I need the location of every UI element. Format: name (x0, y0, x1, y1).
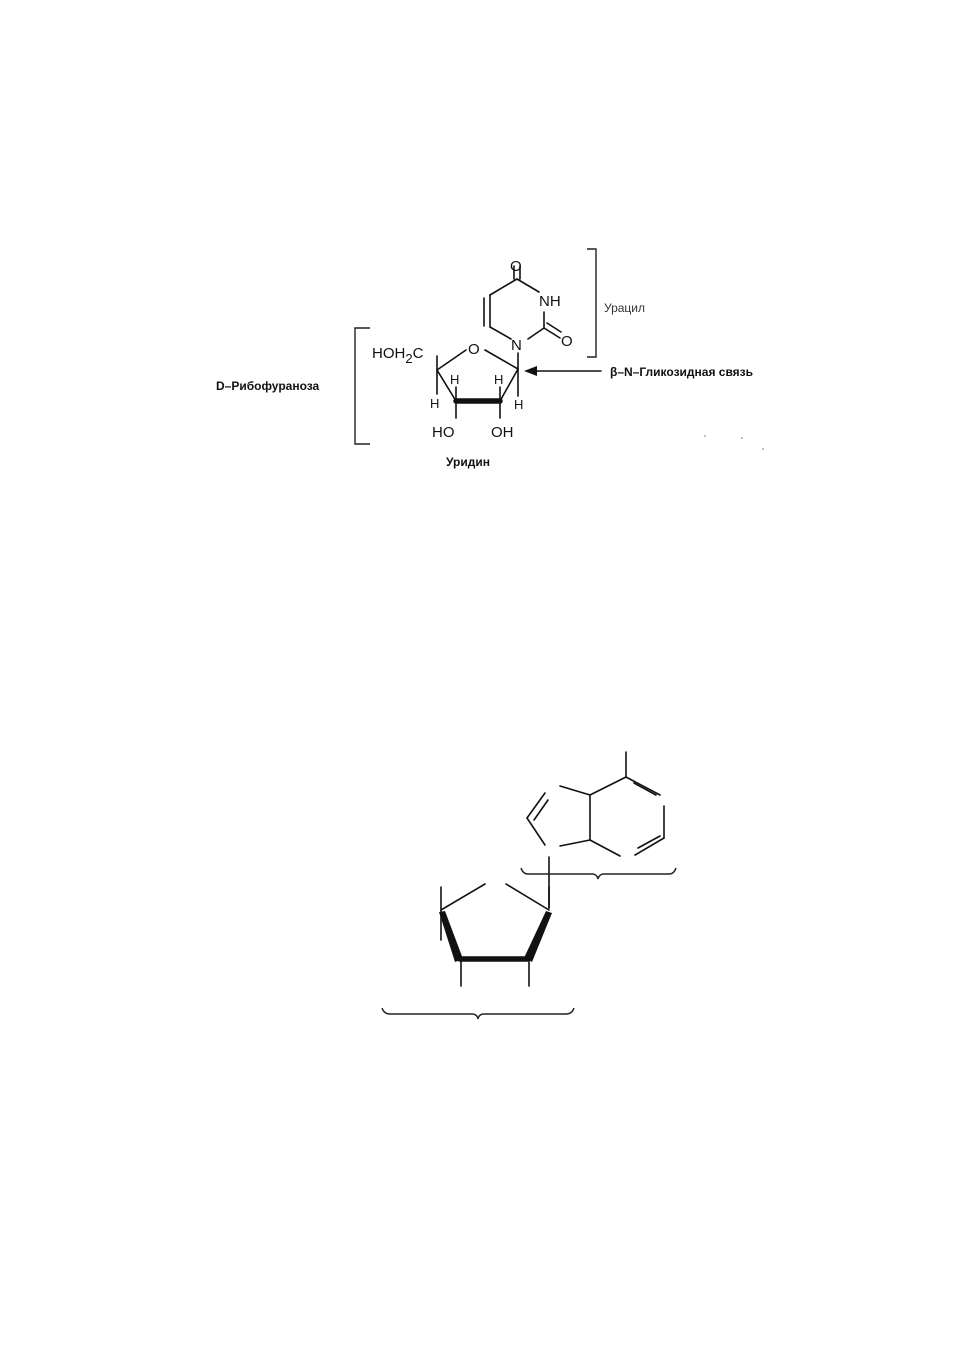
skeleton-base (526, 751, 665, 909)
glycosidic-arrow (524, 366, 602, 376)
atom-ho-c3: HO (432, 424, 455, 441)
atom-h-c4: H (430, 396, 439, 411)
atom-oh-c2: OH (491, 424, 514, 441)
label-ribofuranose: D–Рибофураноза (216, 379, 320, 393)
label-uracil: Урацил (604, 301, 645, 315)
uracil-ring (483, 265, 562, 340)
uridine-structure: O NH O N O HOH2C H H H H (372, 258, 573, 441)
atom-h-c2: H (494, 372, 503, 387)
label-glycosidic-bond: β–N–Гликозидная связь (610, 365, 753, 379)
skeleton-sugar (439, 883, 552, 987)
scan-specks (704, 435, 764, 450)
label-uridine: Уридин (446, 455, 490, 469)
atom-h-c1: H (514, 397, 523, 412)
atom-o-ring: O (468, 341, 480, 358)
atom-hoh2c: HOH2C (372, 345, 424, 366)
atom-o-right: O (561, 333, 573, 350)
ribose-ring (436, 349, 519, 419)
uracil-bracket (587, 248, 597, 358)
atom-n1: N (511, 337, 522, 354)
ribofuranose-bracket (354, 327, 370, 445)
sugar-brace (381, 1007, 575, 1020)
atom-nh: NH (539, 293, 561, 310)
atom-h-c3: H (450, 372, 459, 387)
base-brace (520, 867, 677, 880)
atom-o-top: O (510, 258, 522, 275)
